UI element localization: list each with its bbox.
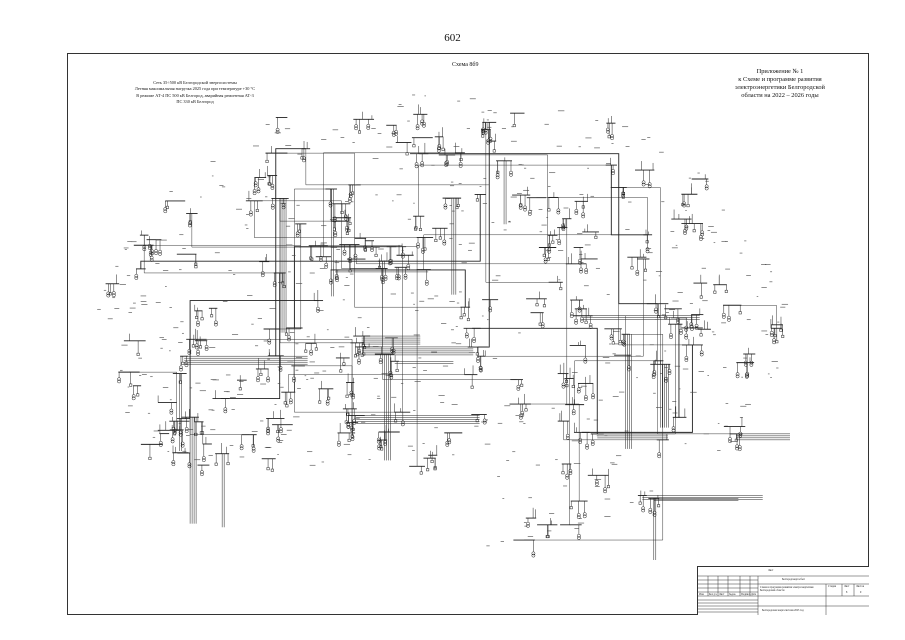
stamp-row-label: Изм.	[699, 593, 705, 596]
stamp-col-stage: Стадия	[828, 585, 836, 588]
stamp-row-label: Подпись	[741, 593, 751, 596]
stamp-org: Белгородэнергосбыт	[782, 578, 805, 581]
caption-line: Сеть 35÷500 кВ Белгородской энергосистем…	[153, 80, 237, 85]
appendix-line: Приложение № 1	[756, 68, 804, 75]
schematic-label-marks	[97, 94, 789, 547]
schematic-wiring	[105, 104, 790, 560]
stamp-col-sheet: Лист	[844, 585, 850, 588]
stamp-col-sheets: Листов	[856, 585, 864, 588]
stamp-header: Лист	[768, 569, 774, 572]
caption-line: Летняя максимальная нагрузка 2025 года п…	[134, 86, 256, 92]
stamp-row-label: №док.	[729, 593, 736, 596]
stamp-sheet-number: 8	[846, 591, 848, 594]
appendix-line: к Схеме и программе развития	[738, 76, 822, 83]
appendix-line: области на 2022 – 2026 годы	[741, 92, 819, 99]
stamp-sheet-title: Белгородская энергосистема 2025 год	[762, 609, 804, 612]
drawing-sheet-frame	[67, 53, 869, 615]
stamp-row-label: Дата	[751, 593, 757, 596]
caption-line: ПС 330 кВ Белгород	[176, 98, 214, 104]
stamp-row-label: Кол.уч.	[709, 593, 718, 596]
page-number: 602	[444, 32, 461, 44]
stamp-description: Схема и программа развития электроэнерге…	[760, 586, 814, 592]
stamp-grid	[698, 575, 869, 615]
appendix-line: электроэнергетики Белгородской	[735, 84, 825, 91]
scheme-title: Схема 8б9	[452, 62, 479, 68]
title-block-stamp: Лист Белгородэнергосбыт Схема и программ…	[697, 566, 869, 615]
stamp-total-sheets: 9	[860, 591, 862, 594]
diagram-caption: Сеть 35÷500 кВ Белгородской энергосистем…	[110, 80, 280, 105]
appendix-caption: Приложение № 1 к Схеме и программе разви…	[715, 68, 845, 100]
caption-line: В режиме АТ-4 ПС 500 кВ Белгород, аварий…	[136, 92, 254, 98]
stamp-row-label: Лист	[719, 593, 725, 596]
